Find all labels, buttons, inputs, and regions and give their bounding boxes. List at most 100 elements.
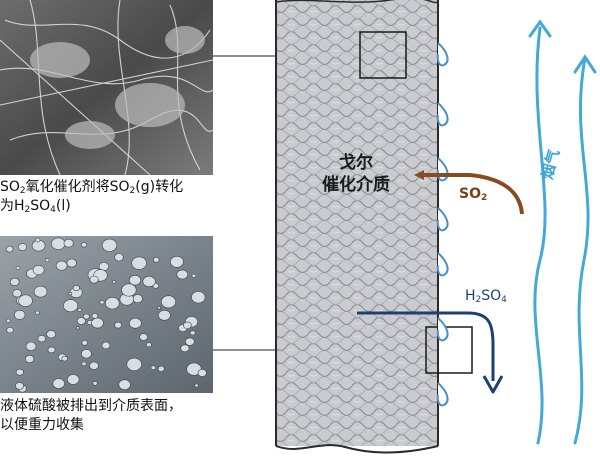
photo-droplet bbox=[161, 295, 177, 309]
photo-droplet bbox=[131, 256, 147, 270]
photo-droplet bbox=[118, 379, 131, 391]
photo-droplet bbox=[81, 340, 88, 346]
photo-droplet bbox=[158, 309, 171, 321]
photo-droplet bbox=[76, 326, 80, 330]
media-label-line1: 戈尔 bbox=[339, 153, 373, 173]
photo-droplet bbox=[24, 354, 35, 363]
photo-droplet bbox=[81, 361, 87, 367]
zoom-box-top bbox=[359, 31, 407, 79]
surface-droplet bbox=[436, 252, 449, 277]
sem-micrograph bbox=[0, 0, 214, 176]
photo-droplet bbox=[105, 297, 120, 310]
photo-droplet bbox=[185, 337, 195, 346]
photo-droplet bbox=[146, 342, 152, 348]
photo-droplet bbox=[6, 327, 14, 334]
photo-droplet bbox=[128, 275, 142, 286]
photo-droplet bbox=[5, 245, 14, 253]
photo-droplet bbox=[37, 335, 46, 343]
photo1-caption-line1: SO2氧化催化剂将SO2(g)转化 bbox=[0, 179, 184, 196]
photo-droplet bbox=[114, 253, 124, 262]
photo-droplet bbox=[6, 318, 11, 323]
photo-droplet bbox=[66, 374, 80, 385]
photo-droplet bbox=[12, 289, 22, 298]
so2-arrow bbox=[414, 170, 524, 215]
photo-droplet bbox=[112, 280, 117, 284]
photo-droplet bbox=[50, 237, 66, 250]
photo2-caption: 液体硫酸被排出到介质表面， 以便重力收集 bbox=[0, 397, 230, 435]
photo-droplet bbox=[63, 299, 79, 313]
photo-droplet bbox=[44, 258, 50, 263]
surface-droplets bbox=[436, 42, 449, 407]
photo-droplet bbox=[157, 306, 161, 310]
photo-droplet bbox=[55, 260, 68, 271]
photo-droplet bbox=[197, 368, 207, 377]
photo-droplet bbox=[176, 269, 189, 280]
h2so4-arrow bbox=[357, 311, 504, 394]
photo-droplet bbox=[81, 349, 92, 359]
photo-droplet bbox=[14, 309, 26, 320]
photo-droplet bbox=[91, 317, 104, 329]
photo-droplet bbox=[98, 261, 110, 271]
photo2-caption-line2: 以便重力收集 bbox=[0, 417, 84, 433]
photo-droplet bbox=[68, 291, 73, 296]
photo-droplet bbox=[121, 283, 137, 297]
photo-droplet bbox=[15, 368, 24, 376]
flue-gas-arrows bbox=[528, 19, 597, 445]
photo-droplet bbox=[139, 333, 148, 341]
photo-droplet bbox=[72, 285, 80, 292]
photo-droplet bbox=[114, 321, 122, 329]
photo-droplet bbox=[35, 237, 41, 243]
photo-droplet bbox=[77, 308, 82, 312]
photo-droplet bbox=[157, 365, 165, 372]
photo-droplet bbox=[183, 321, 192, 329]
surface-droplet bbox=[436, 207, 449, 232]
photo-droplet bbox=[99, 300, 105, 305]
photo-droplet bbox=[35, 310, 40, 315]
photo-droplet bbox=[17, 243, 27, 251]
photo-droplet bbox=[129, 317, 142, 329]
surface-droplet bbox=[436, 102, 449, 127]
photo1-caption-line2: 为H2SO4(l) bbox=[0, 198, 71, 215]
photo-droplet bbox=[47, 346, 56, 354]
photo-droplet bbox=[170, 255, 184, 268]
photo-droplet bbox=[142, 275, 156, 288]
photo2-caption-line1: 液体硫酸被排出到介质表面， bbox=[0, 398, 182, 414]
photo-droplet bbox=[32, 264, 45, 275]
photo-droplet bbox=[76, 317, 86, 325]
h2so4-label: H2SO4 bbox=[465, 288, 507, 305]
zoom-box-bottom bbox=[425, 326, 473, 374]
photo-droplet bbox=[80, 242, 88, 248]
photo-droplet bbox=[191, 273, 197, 278]
photo-droplet bbox=[15, 265, 21, 270]
photo-droplet bbox=[9, 277, 20, 287]
droplet-photo bbox=[0, 236, 213, 393]
photo-droplet bbox=[61, 355, 68, 362]
photo-droplet bbox=[46, 330, 56, 339]
photo-droplet bbox=[92, 381, 98, 386]
photo1-caption: SO2氧化催化剂将SO2(g)转化 为H2SO4(l) bbox=[0, 178, 230, 216]
so2-label: SO2 bbox=[459, 186, 488, 203]
photo-droplet bbox=[150, 365, 156, 370]
photo-droplet bbox=[52, 378, 65, 389]
photo-droplet bbox=[33, 285, 48, 298]
photo-droplet bbox=[189, 330, 196, 336]
catalytic-media-panel bbox=[275, 0, 439, 454]
photo-droplet bbox=[15, 382, 24, 390]
surface-droplet bbox=[436, 317, 449, 342]
photo-droplet bbox=[132, 294, 143, 304]
photo-droplet bbox=[101, 341, 111, 350]
photo-droplet bbox=[18, 294, 33, 307]
photo-droplet bbox=[89, 275, 99, 284]
photo-droplet bbox=[180, 344, 190, 353]
photo-droplet bbox=[63, 238, 74, 248]
photo-droplet bbox=[89, 361, 99, 370]
photo-droplet bbox=[66, 258, 77, 268]
photo-droplet bbox=[153, 256, 160, 263]
photo-droplet bbox=[101, 238, 118, 252]
photo-droplet bbox=[191, 291, 206, 304]
photo-droplet bbox=[83, 313, 90, 320]
surface-droplet bbox=[436, 382, 449, 407]
surface-droplet bbox=[436, 42, 449, 67]
media-label: 戈尔 催化介质 bbox=[300, 152, 412, 196]
